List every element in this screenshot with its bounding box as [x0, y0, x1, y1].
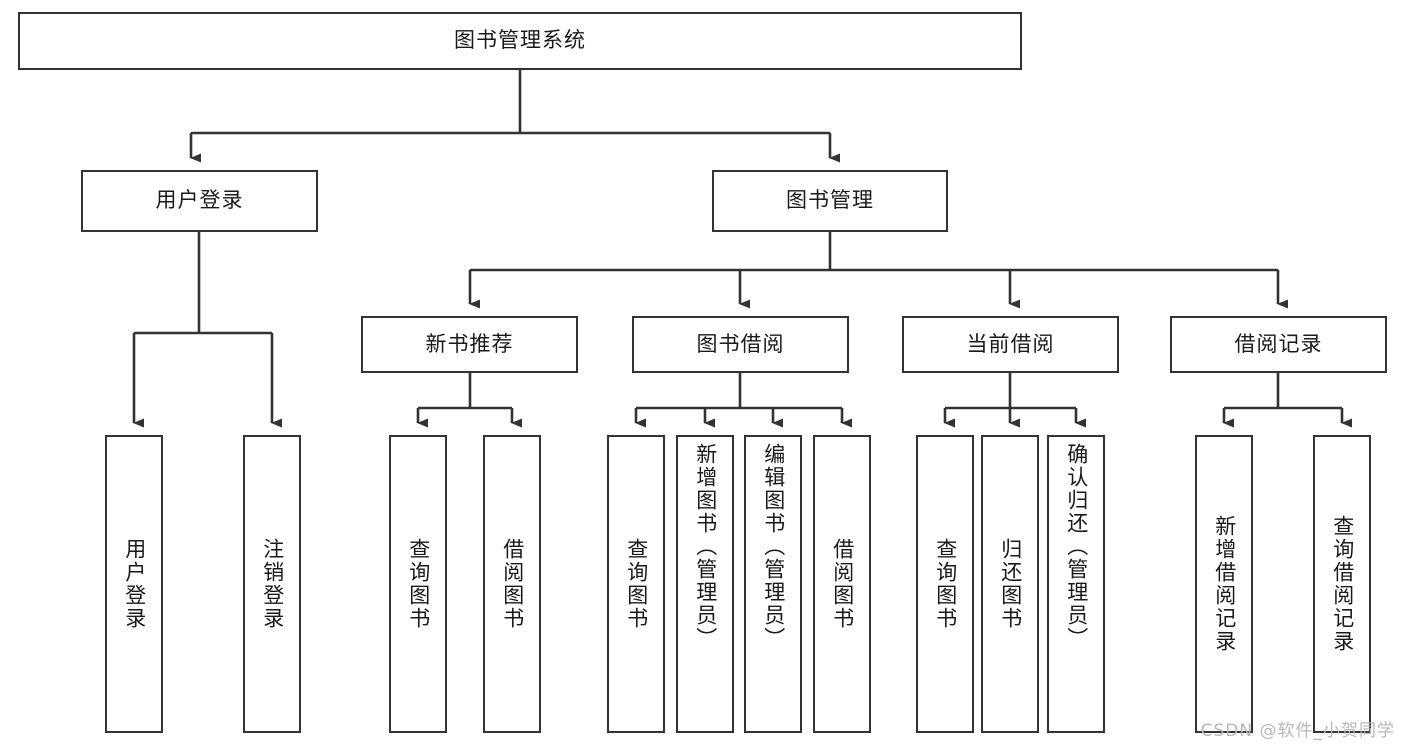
node-label: 编辑图书（管理员） [761, 443, 786, 650]
node-label: 新增图书（管理员） [693, 443, 718, 650]
leaf-borrow-query-book[interactable]: 查询图书 [607, 435, 665, 733]
leaf-recommend-borrow-book[interactable]: 借阅图书 [483, 435, 541, 733]
leaf-current-return-book[interactable]: 归还图书 [981, 435, 1039, 733]
node-label: 注销登录 [260, 538, 285, 630]
node-current-borrow[interactable]: 当前借阅 [902, 316, 1119, 373]
node-new-book-recommend[interactable]: 新书推荐 [361, 316, 578, 373]
leaf-user-login-login[interactable]: 用户登录 [105, 435, 163, 733]
leaf-current-query-book[interactable]: 查询图书 [916, 435, 974, 733]
node-root-system[interactable]: 图书管理系统 [18, 12, 1022, 70]
node-label: 用户登录 [122, 538, 147, 630]
node-label: 用户登录 [155, 188, 244, 213]
node-label: 查询借阅记录 [1330, 515, 1355, 653]
node-user-login[interactable]: 用户登录 [81, 170, 318, 232]
leaf-recommend-query-book[interactable]: 查询图书 [389, 435, 447, 733]
node-label: 新书推荐 [425, 331, 514, 356]
leaf-current-confirm-return-admin[interactable]: 确认归还（管理员） [1047, 435, 1105, 733]
leaf-user-login-logout[interactable]: 注销登录 [243, 435, 301, 733]
node-book-borrow[interactable]: 图书借阅 [632, 316, 849, 373]
leaf-borrow-add-book-admin[interactable]: 新增图书（管理员） [676, 435, 734, 733]
leaf-record-query-record[interactable]: 查询借阅记录 [1313, 435, 1371, 733]
leaf-borrow-edit-book-admin[interactable]: 编辑图书（管理员） [744, 435, 802, 733]
node-label: 查询图书 [624, 538, 649, 630]
node-label: 确认归还（管理员） [1064, 443, 1089, 650]
node-label: 图书管理 [786, 188, 874, 213]
leaf-record-add-record[interactable]: 新增借阅记录 [1195, 435, 1253, 733]
node-book-management[interactable]: 图书管理 [712, 170, 948, 232]
node-label: 借阅记录 [1234, 331, 1323, 356]
node-label: 借阅图书 [500, 538, 525, 630]
node-label: 借阅图书 [830, 538, 855, 630]
node-label: 图书借阅 [696, 331, 785, 356]
node-label: 图书管理系统 [454, 28, 586, 53]
node-label: 归还图书 [998, 538, 1023, 630]
node-label: 查询图书 [933, 538, 958, 630]
leaf-borrow-borrow-book[interactable]: 借阅图书 [813, 435, 871, 733]
node-label: 查询图书 [406, 538, 431, 630]
node-borrow-record[interactable]: 借阅记录 [1170, 316, 1387, 373]
node-label: 新增借阅记录 [1212, 515, 1237, 653]
node-label: 当前借阅 [966, 331, 1055, 356]
csdn-watermark: CSDN @软件_小贺同学 [1200, 721, 1395, 741]
